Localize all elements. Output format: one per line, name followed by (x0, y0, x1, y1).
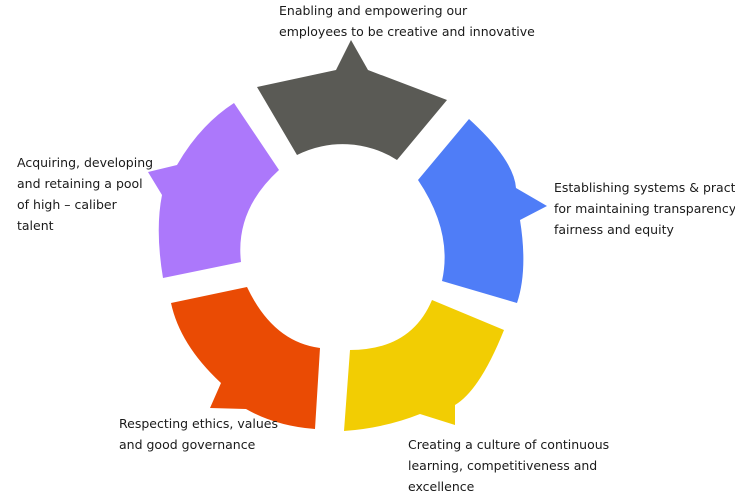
segment-bottom-right (344, 300, 504, 431)
label-line: fairness and equity (554, 222, 674, 237)
segment-top (257, 40, 447, 160)
label-top: Enabling and empowering our employees to… (279, 0, 535, 42)
label-line: Respecting ethics, values (119, 416, 279, 431)
label-line: talent (17, 218, 54, 233)
segment-right (418, 119, 547, 303)
label-line: and good governance (119, 437, 256, 452)
label-line: and retaining a pool (17, 176, 143, 191)
label-line: Acquiring, developing (17, 155, 154, 170)
label-line: employees to be creative and innovative (279, 24, 535, 39)
label-line: Establishing systems & practices (554, 180, 735, 195)
label-bottom-left: Respecting ethics, values and good gover… (119, 413, 278, 455)
label-line: Enabling and empowering our (279, 3, 468, 18)
label-right: Establishing systems & practices for mai… (554, 177, 735, 240)
label-line: Creating a culture of continuous (408, 437, 610, 452)
label-line: of high – caliber (17, 197, 117, 212)
label-left: Acquiring, developing and retaining a po… (17, 152, 153, 236)
label-line: for maintaining transparency, (554, 201, 735, 216)
segment-left (148, 103, 279, 278)
segment-bottom-left (171, 287, 320, 429)
label-bottom-right: Creating a culture of continuous learnin… (408, 434, 609, 497)
label-line: excellence (408, 479, 475, 494)
label-line: learning, competitiveness and (408, 458, 598, 473)
